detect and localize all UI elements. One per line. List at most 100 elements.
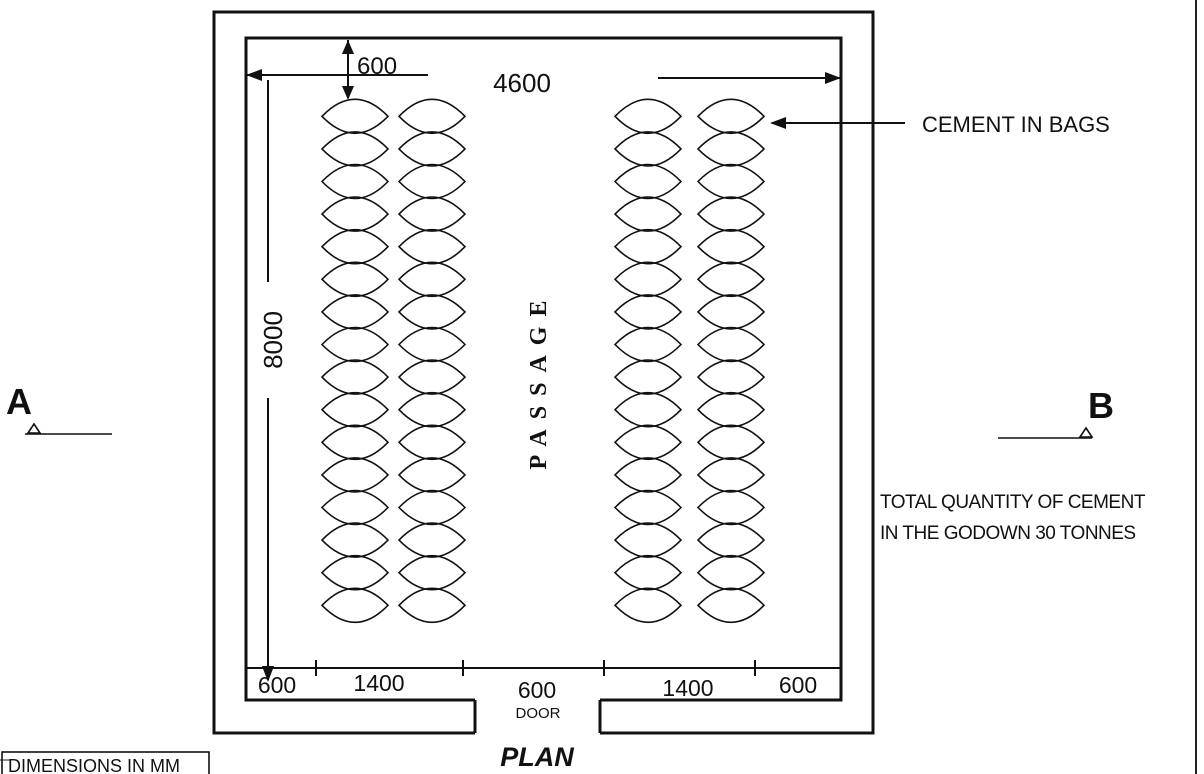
cement-bag: [397, 359, 467, 395]
cement-bag: [320, 554, 390, 591]
cement-bag: [696, 228, 766, 265]
cement-bag: [320, 98, 390, 135]
cement-bag: [613, 359, 683, 395]
cement-bag: [397, 522, 467, 558]
cement-bag: [613, 294, 683, 330]
cement-bag: [397, 489, 467, 526]
bottom-dimension-chain: [246, 660, 841, 676]
cement-bag: [397, 326, 467, 363]
cement-bag: [613, 196, 683, 232]
bottom-dim-600-door: 600: [518, 677, 556, 703]
units-note-box: [1, 751, 210, 774]
cement-bag: [696, 424, 766, 461]
cement-bag: [613, 587, 683, 624]
cement-bag: [696, 522, 766, 558]
plan-title: PLAN: [500, 742, 574, 772]
section-line-a: [25, 422, 112, 435]
cement-bag: [696, 554, 766, 591]
cement-bag: [696, 163, 766, 200]
arrow-head-right: [825, 72, 841, 84]
dimension-inner-length: [262, 80, 274, 682]
units-note: DIMENSIONS IN MM: [8, 756, 180, 774]
cement-bag: [696, 359, 766, 395]
dimension-inner-width: [246, 69, 841, 84]
cement-bag: [696, 294, 766, 330]
section-a-triangle: [26, 422, 42, 434]
godown-walls: [212, 10, 875, 735]
cement-bag: [320, 391, 390, 428]
cement-bag: [696, 391, 766, 428]
bottom-dim-1400-left: 1400: [353, 670, 404, 696]
cement-bag: [397, 554, 467, 591]
cement-bag: [613, 98, 683, 135]
offset-arrow-down: [342, 86, 354, 100]
cement-bag: [613, 424, 683, 461]
offset-arrow-up: [342, 40, 354, 54]
cement-bag: [397, 163, 467, 200]
cement-bag: [320, 163, 390, 200]
cement-bag: [320, 587, 390, 624]
cement-bag: [696, 587, 766, 624]
cement-bag: [320, 424, 390, 461]
cement-bag: [613, 131, 683, 167]
top-offset-label: 600: [357, 53, 397, 80]
cement-bag: [397, 457, 467, 493]
bags-label: CEMENT IN BAGS: [922, 112, 1110, 137]
cement-bag: [320, 359, 390, 395]
cement-bag: [320, 522, 390, 558]
cement-bag: [696, 489, 766, 526]
inner-width-label: 4600: [493, 68, 551, 98]
cement-bag: [613, 391, 683, 428]
inner-length-label: 8000: [258, 311, 288, 369]
cement-bag: [613, 554, 683, 591]
outer-wall-outline: [212, 10, 875, 735]
cement-bag: [696, 457, 766, 493]
callout-arrow: [770, 117, 786, 129]
section-line-b: [998, 426, 1094, 439]
bottom-dim-600-right: 600: [779, 672, 817, 698]
cement-bag: [397, 391, 467, 428]
cement-bag: [613, 522, 683, 558]
section-b-triangle: [1078, 426, 1094, 438]
cement-bag: [613, 457, 683, 493]
cement-bag: [613, 489, 683, 526]
inner-wall-outline: [244, 36, 843, 702]
cement-bag: [613, 326, 683, 363]
cement-bag: [613, 261, 683, 298]
cement-bag: [397, 587, 467, 624]
bottom-dim-600-left: 600: [258, 672, 296, 698]
cement-bag: [696, 196, 766, 232]
cement-bag: [397, 98, 467, 135]
cement-bag: [320, 326, 390, 363]
cement-bag: [397, 196, 467, 232]
cement-bag: [320, 261, 390, 298]
passage-label: PASSAGE: [526, 291, 552, 470]
cement-bag: [613, 163, 683, 200]
quantity-note-line-1: TOTAL QUANTITY OF CEMENT: [880, 492, 1146, 513]
cement-bag: [613, 228, 683, 265]
arrow-head-left: [246, 69, 262, 81]
cement-bag: [397, 261, 467, 298]
quantity-note-line-2: IN THE GODOWN 30 TONNES: [880, 523, 1136, 544]
length-arrow-down: [262, 666, 274, 682]
dimension-top-offset: [342, 40, 354, 100]
cement-bag: [320, 131, 390, 167]
cement-bag: [696, 131, 766, 167]
cement-bag: [320, 489, 390, 526]
cement-bag: [696, 261, 766, 298]
cement-bag: [320, 228, 390, 265]
cement-bag: [320, 196, 390, 232]
section-mark-b: B: [1088, 385, 1114, 426]
cement-bag: [397, 228, 467, 265]
cement-bag: [397, 131, 467, 167]
cement-bag: [397, 294, 467, 330]
bags-callout: [770, 117, 905, 129]
door-label: DOOR: [516, 705, 561, 722]
cement-bag: [397, 424, 467, 461]
section-mark-a: A: [6, 381, 32, 422]
cement-bag: [696, 98, 766, 135]
cement-bag: [696, 326, 766, 363]
cement-bag: [320, 294, 390, 330]
cement-bag: [320, 457, 390, 493]
